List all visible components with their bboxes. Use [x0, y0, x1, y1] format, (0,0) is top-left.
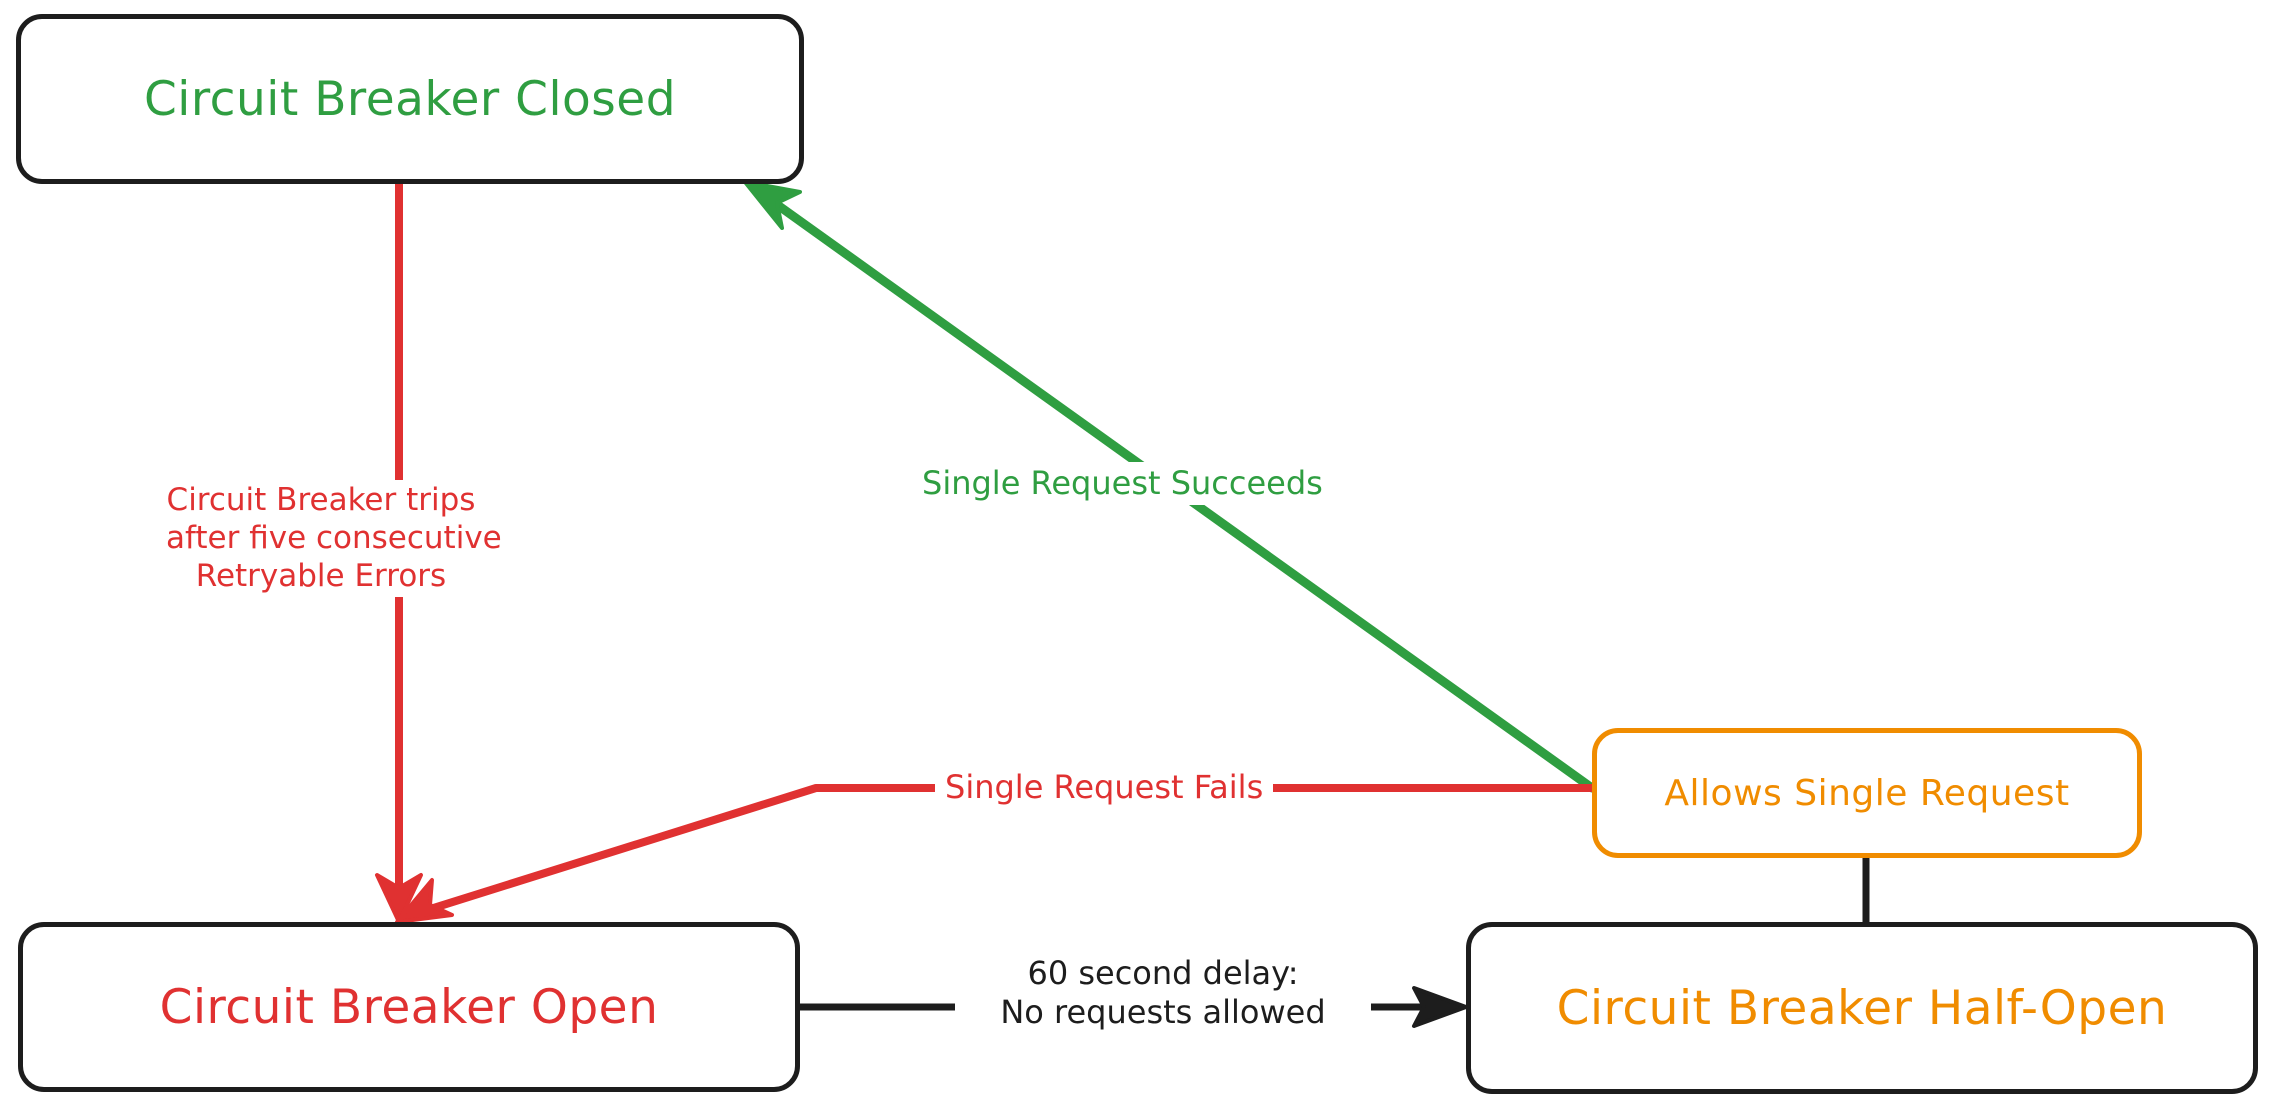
node-allows-single-request[interactable]: Allows Single Request: [1592, 728, 2142, 858]
node-circuit-breaker-half-open[interactable]: Circuit Breaker Half-Open: [1466, 922, 2258, 1094]
edge-closed-to-open: [375, 180, 423, 924]
node-circuit-breaker-open[interactable]: Circuit Breaker Open: [18, 922, 800, 1092]
node-label-half-open: Circuit Breaker Half-Open: [1556, 980, 2168, 1036]
edge-allows-to-closed: [743, 180, 1597, 793]
edge-open-to-halfopen: [796, 986, 1468, 1028]
edge-allows-to-open: [395, 784, 1596, 924]
node-circuit-breaker-closed[interactable]: Circuit Breaker Closed: [16, 14, 804, 184]
edge-label-closed-to-open: Circuit Breaker trips after five consecu…: [160, 480, 502, 598]
edge-label-allows-to-closed: Single Request Succeeds: [912, 462, 1333, 506]
node-label-allows-single-request: Allows Single Request: [1664, 772, 2070, 814]
node-label-closed: Circuit Breaker Closed: [143, 71, 677, 127]
edge-label-allows-to-open: Single Request Fails: [935, 766, 1274, 810]
edge-label-open-to-halfopen: 60 second delay: No requests allowed: [955, 952, 1371, 1035]
node-label-open: Circuit Breaker Open: [159, 979, 659, 1035]
